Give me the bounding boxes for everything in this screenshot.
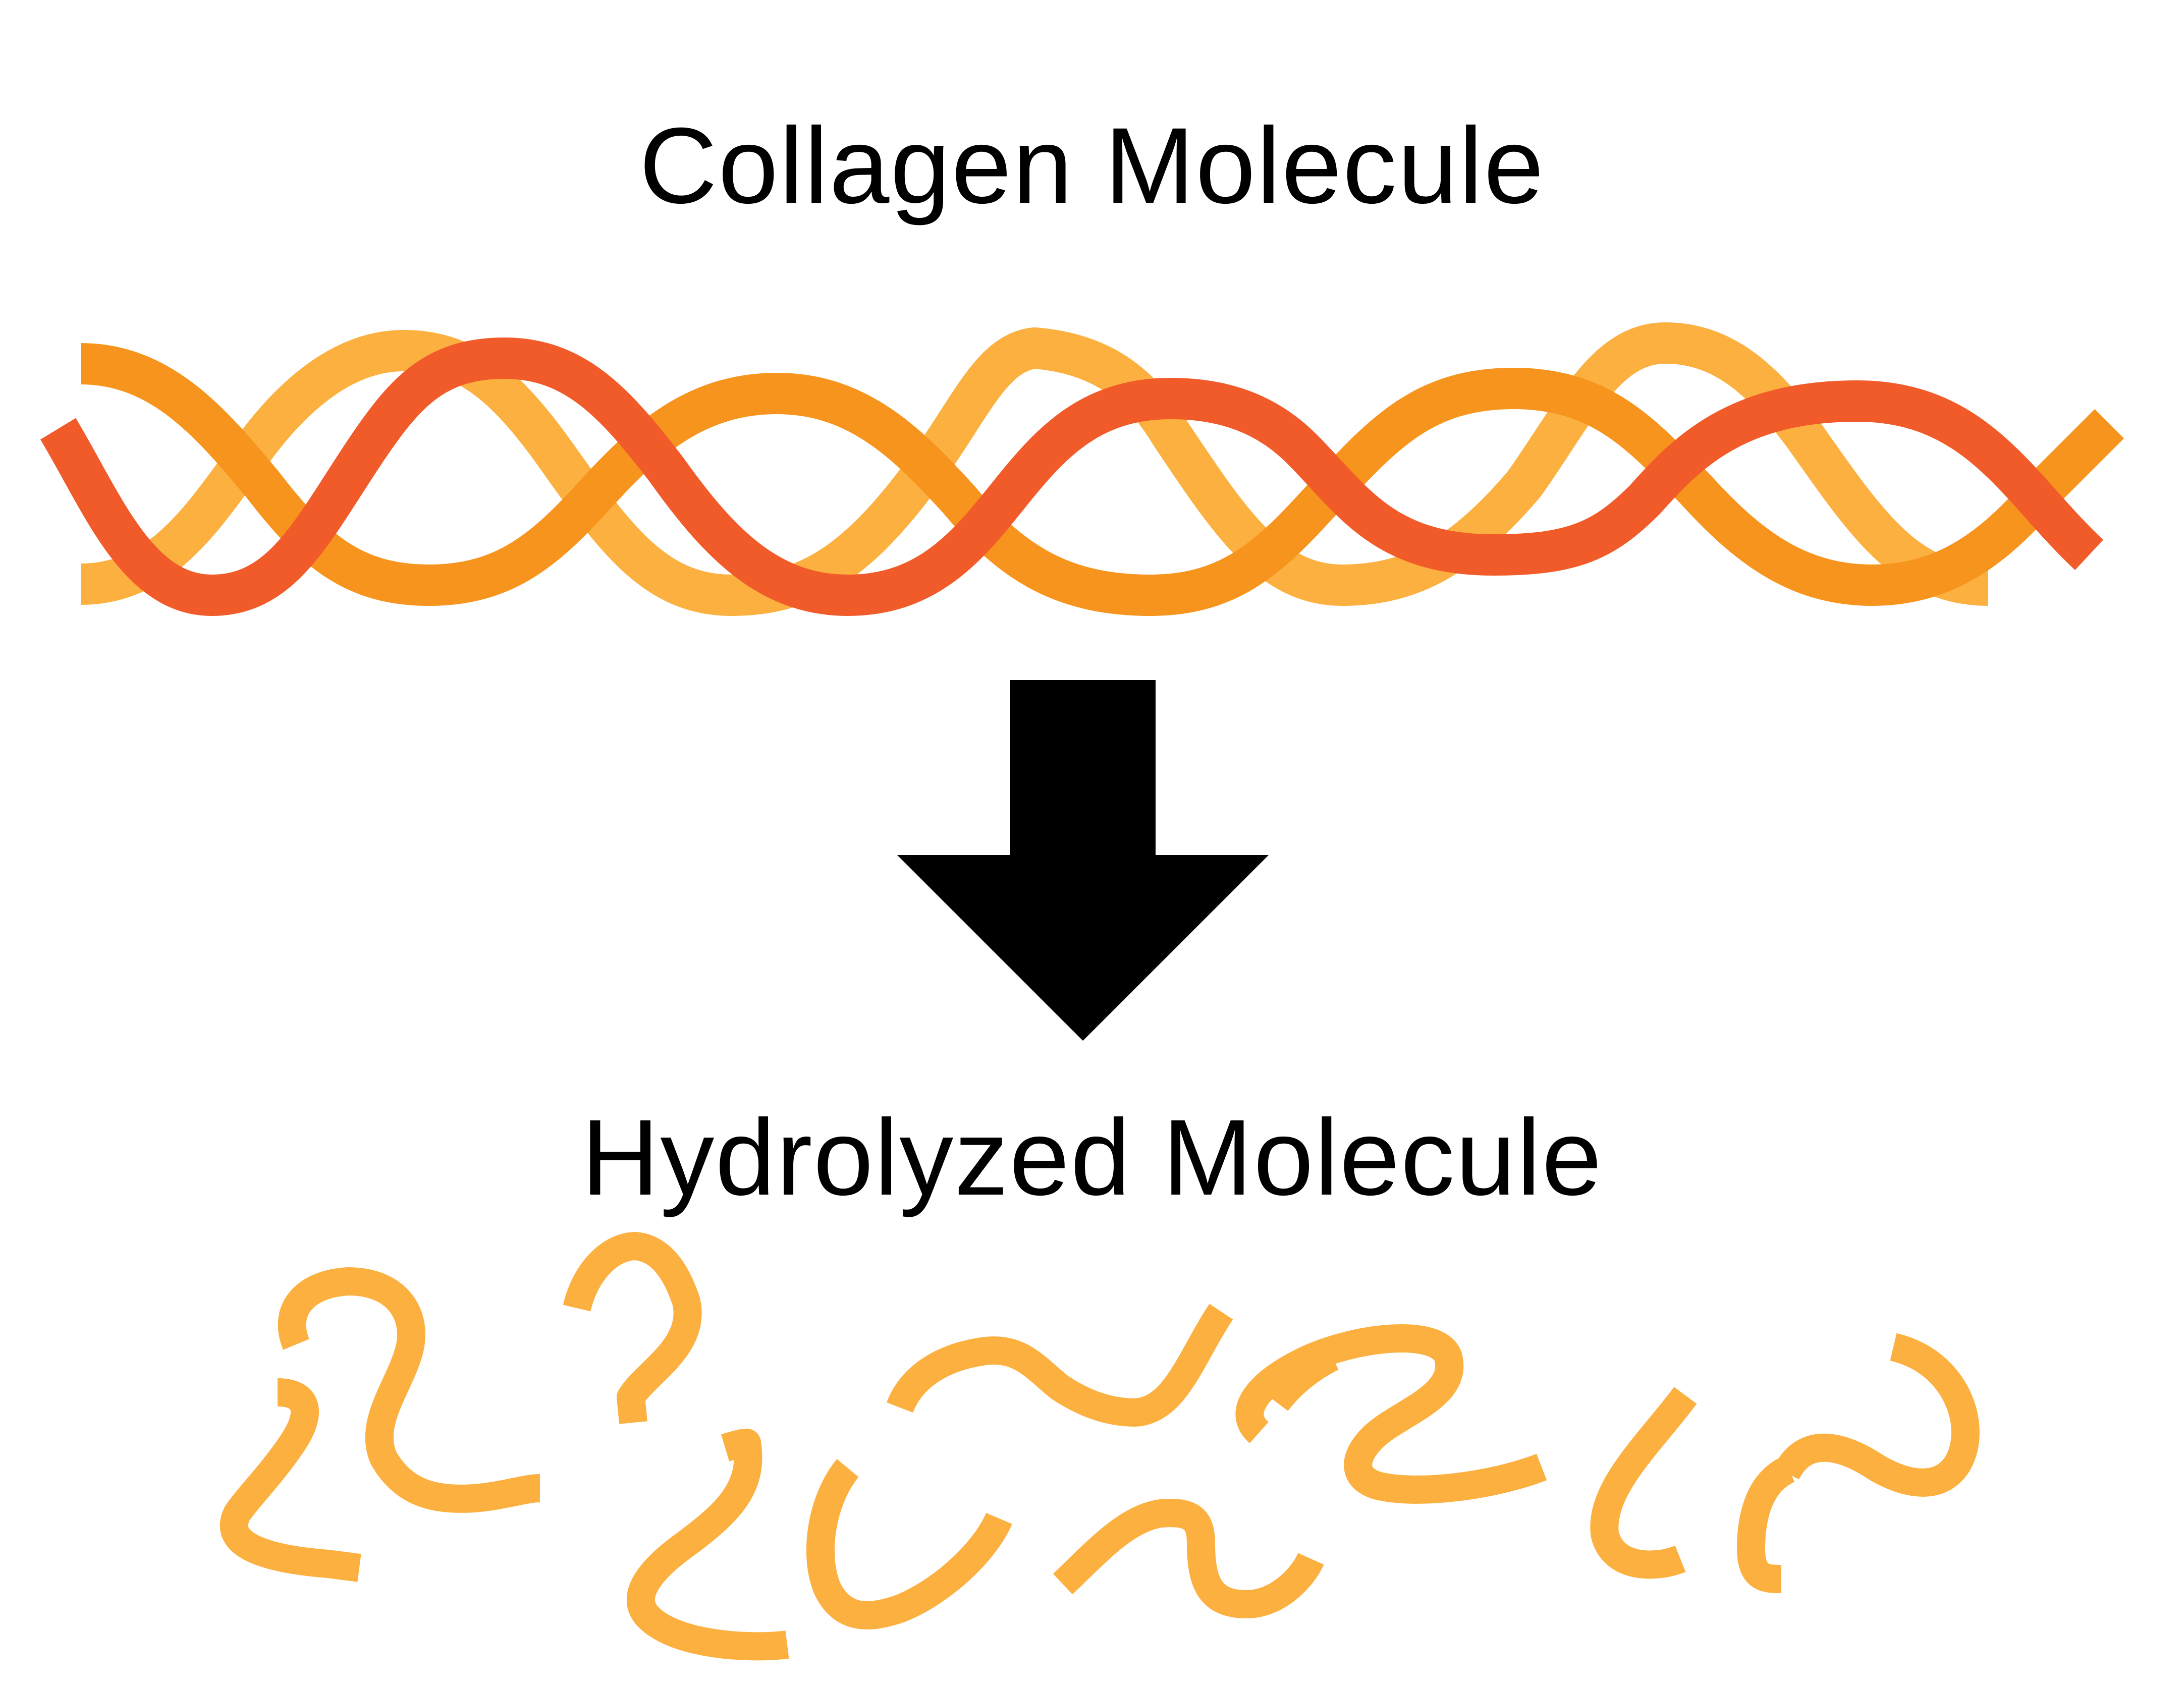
fragment-10 — [1737, 1456, 1795, 1593]
fragment-5 — [806, 1459, 1012, 1629]
fragment-7 — [1053, 1499, 1324, 1618]
fragment-8 — [1235, 1324, 1547, 1504]
fragment-2 — [220, 1378, 361, 1582]
collagen-title: Collagen Molecule — [639, 105, 1545, 226]
light-orange-strand — [80, 322, 1989, 616]
orange-strand — [80, 343, 2124, 616]
red-strand — [40, 337, 2103, 616]
hydrolyzed-fragments — [220, 1232, 1980, 1661]
fragment-6 — [886, 1304, 1233, 1427]
hydrolyzed-title: Hydrolyzed Molecule — [581, 1097, 1603, 1218]
down-arrow — [897, 680, 1269, 1041]
fragment-1 — [278, 1267, 541, 1513]
fragment-11 — [1773, 1333, 1980, 1497]
fragment-4 — [627, 1429, 789, 1661]
collagen-triple-helix — [40, 322, 2124, 616]
fragment-3 — [563, 1232, 702, 1424]
fragment-9 — [1590, 1387, 1697, 1579]
fragment-12 — [1265, 1344, 1339, 1412]
down-arrow-icon — [897, 680, 1269, 1041]
